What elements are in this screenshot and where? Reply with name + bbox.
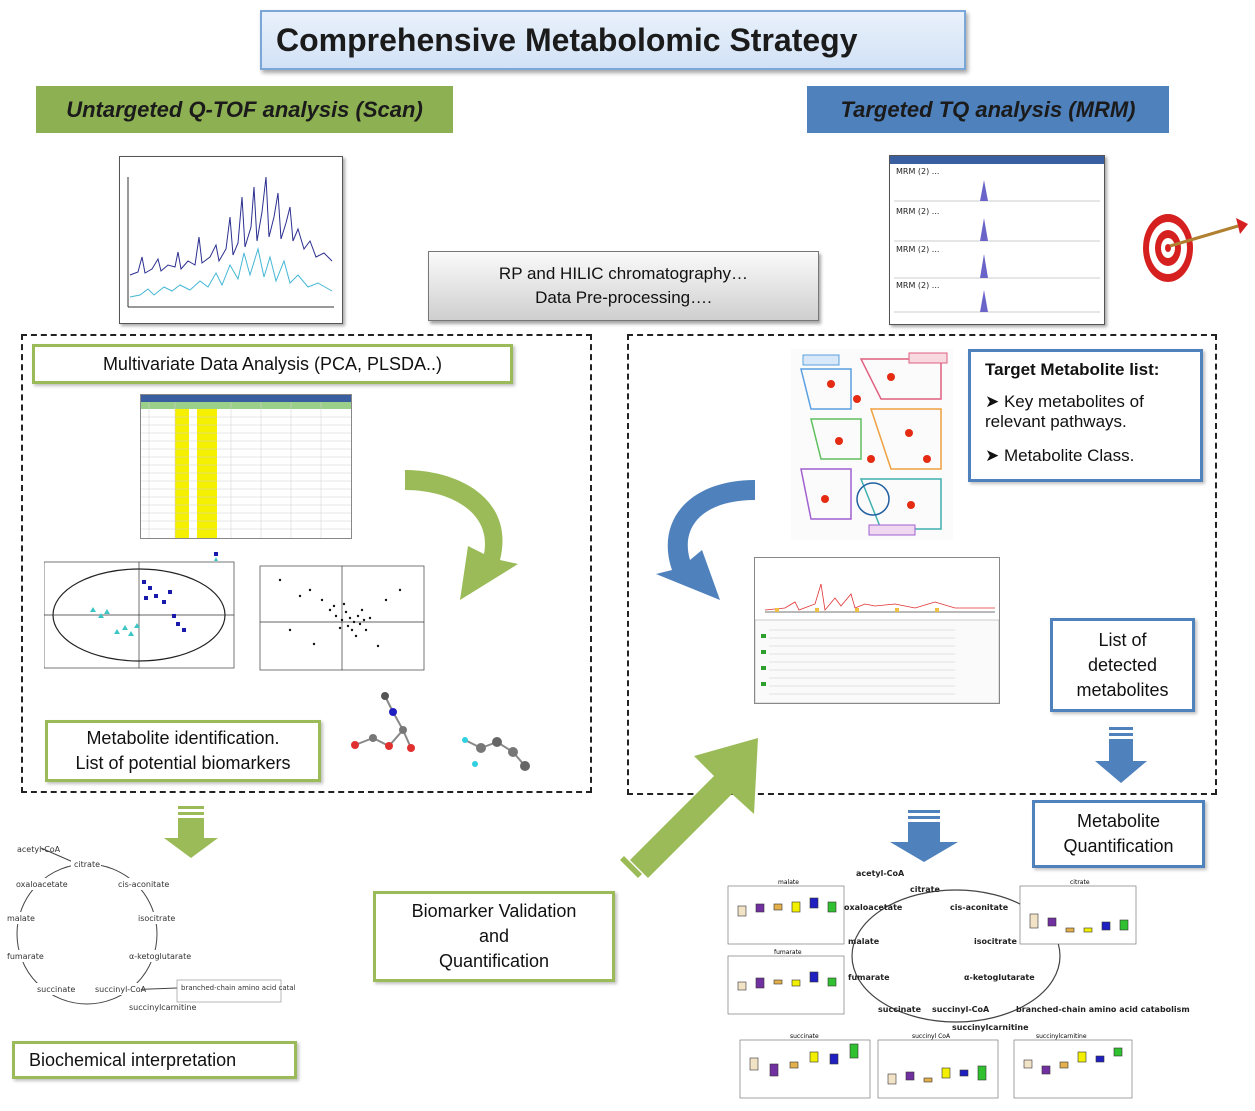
target-metabolite-list-box: Target Metabolite list: ➤ Key metabolite… [968,349,1203,482]
tca-oxaloacetate: oxaloacetate [844,903,903,912]
qtof-spectrum-image [119,156,343,324]
boxplot-title-citrate: citrate [1070,879,1090,886]
metid-line1: Metabolite identification. [86,728,280,748]
tca-small-fumarate: fumarate [7,952,44,961]
arrow-icon [890,810,958,862]
target-list-item-1: ➤ Key metabolites of relevant pathways. [985,392,1144,431]
mva-label: Multivariate Data Analysis (PCA, PLSDA..… [32,344,513,384]
untargeted-workflow-container [21,334,592,793]
biochemical-interpretation-box: Biochemical interpretation [12,1041,297,1079]
biochem-text: Biochemical interpretation [29,1049,237,1070]
metabolite-identification-box: Metabolite identification. List of poten… [45,720,321,782]
target-icon [1140,210,1248,285]
loadings-plot [250,560,426,680]
arrow-icon [400,460,530,605]
tca-small-succinate: succinate [37,985,75,994]
preprocessing-line1: RP and HILIC chromatography… [498,264,749,283]
tca-small-oxaloacetate: oxaloacetate [16,880,68,889]
preprocessing-box: RP and HILIC chromatography… Data Pre-pr… [428,251,819,321]
metabolite-quantification-box: Metabolite Quantification [1032,800,1205,868]
tca-akg: α-ketoglutarate [964,973,1035,982]
arrow-icon [650,470,760,605]
tca-cis-aconitate: cis-aconitate [950,903,1009,912]
detected-metabolites-box: List of detected metabolites [1050,618,1195,712]
tca-small-akg: α-ketoglutarate [129,952,191,961]
svg-text:MRM (2) ...: MRM (2) ... [896,167,939,176]
detected-line3: metabolites [1076,679,1169,700]
target-list-item-2-text: Metabolite Class. [1003,446,1135,465]
tca-acetyl: acetyl-CoA [856,869,905,878]
boxplot-title-fumarate: fumarate [774,949,802,956]
metid-line2: List of potential biomarkers [75,753,291,773]
pca-score-plot [43,550,236,675]
tca-succinate: succinate [878,1005,922,1014]
boxplot-title-succinyl-coa: succinyl CoA [912,1033,951,1040]
tca-small-malate: malate [7,914,35,923]
arrow-icon [164,806,218,858]
biomarker-line2: and [478,926,510,946]
tca-branched: branched-chain amino acid catabolism [1016,1005,1190,1014]
boxplot-succinate: succinate [739,1033,871,1099]
boxplot-citrate: citrate [1019,879,1137,945]
preprocessing-line2: Data Pre-processing…. [535,288,712,307]
tca-cycle-boxplots: acetyl-CoA citrate oxaloacetate cis-acon… [718,866,1252,1106]
targeted-workflow-container [627,334,1217,795]
target-list-item-2: ➤ Metabolite Class. [985,446,1135,465]
detected-line2: detected [1087,654,1158,675]
svg-text:MRM (2) ...: MRM (2) ... [896,245,939,254]
boxplot-succinyl-coa: succinyl CoA [877,1033,999,1099]
target-list-title: Target Metabolite list: [985,360,1160,379]
detected-line1: List of [1098,629,1147,650]
tca-malate: malate [848,937,880,946]
quant-line2: Quantification [1063,836,1174,856]
svg-text:MRM (2) ...: MRM (2) ... [896,207,939,216]
tca-small-succinylcarnitine: succinylcarnitine [129,1003,196,1012]
boxplot-fumarate: fumarate [727,949,845,1015]
tca-succinyl-coa: succinyl-CoA [932,1005,990,1014]
tca-small-acetyl: acetyl-CoA [17,845,61,854]
tca-isocitrate: isocitrate [974,937,1017,946]
biomarker-line3: Quantification [438,951,550,971]
quant-line1: Metabolite [1076,811,1161,831]
spreadsheet-image [140,394,352,539]
boxplot-title-succinylcarnitine: succinylcarnitine [1036,1033,1087,1040]
untargeted-header: Untargeted Q-TOF analysis (Scan) [36,86,453,133]
page-title: Comprehensive Metabolomic Strategy [260,10,966,70]
mva-text: Multivariate Data Analysis (PCA, PLSDA..… [102,353,443,374]
biomarker-validation-box: Biomarker Validation and Quantification [373,891,615,982]
detected-results-image [754,557,1000,704]
boxplot-title-succinate: succinate [790,1033,819,1040]
biomarker-line1: Biomarker Validation [411,901,577,921]
tca-small-succinyl-coa: succinyl-CoA [95,985,147,994]
tca-small-isocitrate: isocitrate [138,914,175,923]
tca-small-branched: branched-chain amino acid catabolism [181,984,295,992]
targeted-header: Targeted TQ analysis (MRM) [807,86,1169,133]
tca-cycle-small: acetyl-CoA citrate oxaloacetate cis-acon… [5,840,317,1020]
molecule-icon [345,690,555,780]
tca-citrate: citrate [910,885,940,894]
arrow-icon [620,736,760,882]
tca-small-citrate: citrate [74,860,100,869]
tca-fumarate: fumarate [848,973,890,982]
chromatogram-icon: MRM (2) ... MRM (2) ... MRM (2) ... MRM (2… [889,155,1105,325]
boxplot-malate: malate [727,879,845,945]
arrow-icon [1095,727,1147,783]
target-list-item-1-text: Key metabolites of relevant pathways. [985,392,1144,431]
boxplot-succinylcarnitine: succinylcarnitine [1013,1033,1133,1099]
pathway-map-icon [791,349,953,540]
svg-text:MRM (2) ...: MRM (2) ... [896,281,939,290]
boxplot-title-malate: malate [778,879,799,886]
tca-succinylcarnitine: succinylcarnitine [952,1023,1029,1032]
tca-small-cis-aconitate: cis-aconitate [118,880,169,889]
